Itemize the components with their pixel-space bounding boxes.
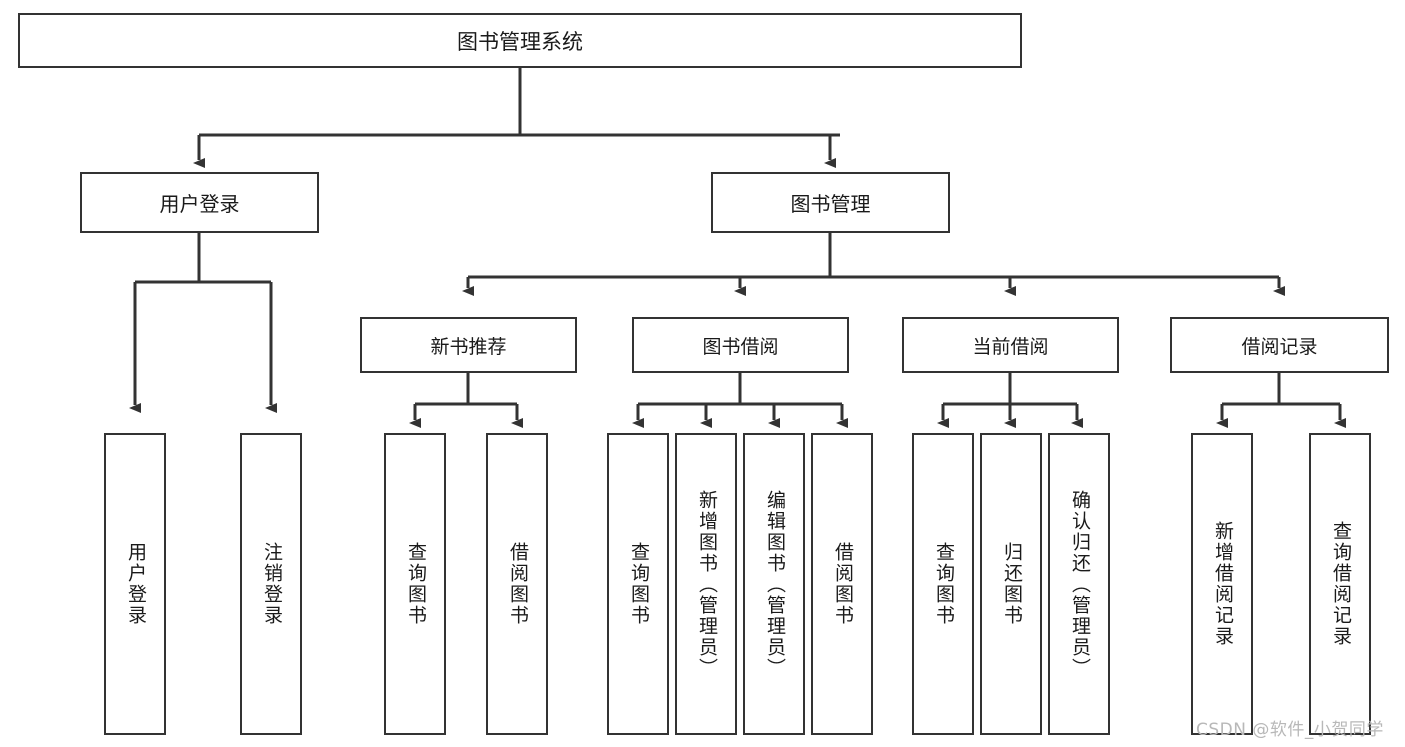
leaf-user-login[interactable]: 用户登录 — [104, 433, 166, 735]
node-book-borrowing[interactable]: 图书借阅 — [632, 317, 849, 373]
node-label: 查询借阅记录 — [1329, 521, 1352, 647]
node-root-book-management-system[interactable]: 图书管理系统 — [18, 13, 1022, 68]
node-label: 查询图书 — [627, 542, 650, 626]
node-label: 借阅图书 — [506, 542, 529, 626]
node-user-login[interactable]: 用户登录 — [80, 172, 319, 233]
leaf-confirm-return-admin[interactable]: 确认归还（管理员） — [1048, 433, 1110, 735]
node-label: 图书管理系统 — [457, 29, 583, 54]
node-label: 新增图书（管理员） — [695, 489, 718, 679]
node-label: 图书借阅 — [702, 335, 779, 358]
leaf-add-borrow-record[interactable]: 新增借阅记录 — [1191, 433, 1253, 735]
node-label: 新增借阅记录 — [1211, 521, 1234, 647]
leaf-query-book-recommend[interactable]: 查询图书 — [384, 433, 446, 735]
node-label: 新书推荐 — [430, 335, 507, 358]
node-label: 当前借阅 — [972, 335, 1049, 358]
leaf-return-book[interactable]: 归还图书 — [980, 433, 1042, 735]
leaf-edit-book-admin[interactable]: 编辑图书（管理员） — [743, 433, 805, 735]
node-new-book-recommendation[interactable]: 新书推荐 — [360, 317, 577, 373]
node-borrowing-records[interactable]: 借阅记录 — [1170, 317, 1389, 373]
node-label: 归还图书 — [1000, 542, 1023, 626]
leaf-borrow-book[interactable]: 借阅图书 — [811, 433, 873, 735]
leaf-add-book-admin[interactable]: 新增图书（管理员） — [675, 433, 737, 735]
leaf-query-book-current[interactable]: 查询图书 — [912, 433, 974, 735]
node-label: 查询图书 — [932, 542, 955, 626]
node-label: 用户登录 — [124, 542, 147, 626]
node-book-management[interactable]: 图书管理 — [711, 172, 950, 233]
node-current-borrowing[interactable]: 当前借阅 — [902, 317, 1119, 373]
leaf-query-borrow-record[interactable]: 查询借阅记录 — [1309, 433, 1371, 735]
csdn-watermark: CSDN @软件_小贺同学 — [1196, 720, 1384, 740]
node-label: 用户登录 — [159, 192, 240, 216]
leaf-query-book-borrow[interactable]: 查询图书 — [607, 433, 669, 735]
node-label: 借阅图书 — [831, 542, 854, 626]
node-label: 编辑图书（管理员） — [763, 489, 786, 679]
node-label: 借阅记录 — [1241, 335, 1318, 358]
node-label: 查询图书 — [404, 542, 427, 626]
node-label: 图书管理 — [790, 192, 871, 216]
leaf-logout[interactable]: 注销登录 — [240, 433, 302, 735]
leaf-borrow-book-recommend[interactable]: 借阅图书 — [486, 433, 548, 735]
node-label: 确认归还（管理员） — [1068, 489, 1091, 679]
node-label: 注销登录 — [260, 542, 283, 626]
